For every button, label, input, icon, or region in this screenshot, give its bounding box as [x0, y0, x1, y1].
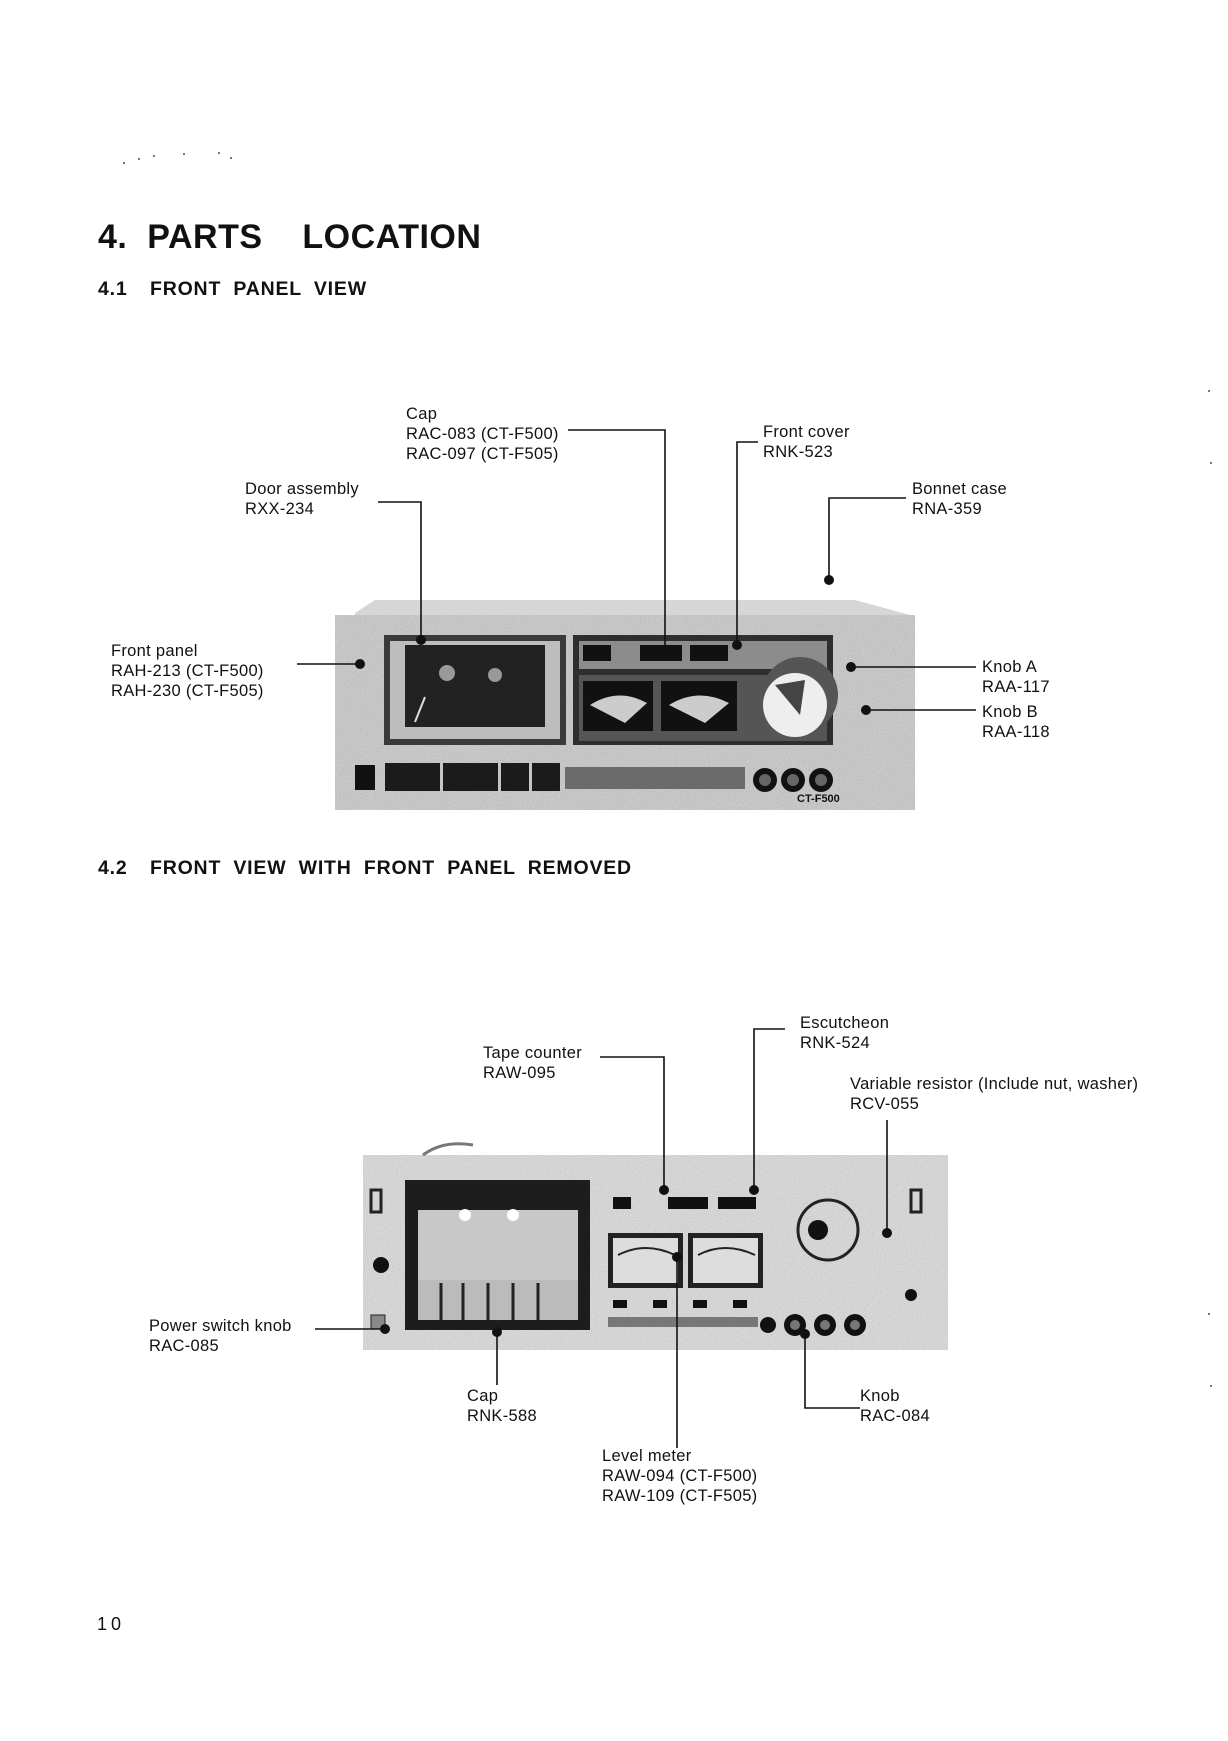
callout-escutcheon: Escutcheon RNK-524: [800, 1013, 889, 1053]
callout-front-panel: Front panel RAH-213 (CT-F500) RAH-230 (C…: [111, 641, 264, 701]
callout-bonnet-case: Bonnet case RNA-359: [912, 479, 1007, 519]
callout-front-cover: Front cover RNK-523: [763, 422, 850, 462]
callout-power-switch-knob: Power switch knob RAC-085: [149, 1316, 292, 1356]
cassette-deck-front-illustration: CT-F500: [335, 600, 915, 810]
front-panel-photo: CT-F500: [335, 595, 915, 810]
part-number: RAH-230 (CT-F505): [111, 682, 264, 700]
page-title: 4. PARTS LOCATION: [98, 218, 482, 256]
callout-variable-resistor: Variable resistor (Include nut, washer) …: [850, 1074, 1138, 1114]
cassette-chassis-illustration: [363, 1142, 948, 1350]
callout-level-meter: Level meter RAW-094 (CT-F500) RAW-109 (C…: [602, 1446, 757, 1506]
part-number: RCV-055: [850, 1095, 920, 1113]
part-number: RAW-094 (CT-F500): [602, 1467, 758, 1485]
part-number: RAH-213 (CT-F500): [111, 662, 264, 680]
callout-door-assembly: Door assembly RXX-234: [245, 479, 359, 519]
page-number: 10: [97, 1614, 126, 1634]
section-title: FRONT VIEW WITH FRONT PANEL REMOVED: [150, 857, 632, 879]
part-number: RXX-234: [245, 500, 315, 518]
callout-knob-b: Knob B RAA-118: [982, 702, 1050, 742]
part-number: RAC-097 (CT-F505): [406, 445, 559, 463]
part-number: RAC-085: [149, 1337, 219, 1355]
callout-name: Tape counter: [483, 1044, 582, 1062]
callout-name: Cap: [467, 1387, 499, 1405]
part-number: RNK-523: [763, 443, 833, 461]
scan-artifact: [1210, 1385, 1212, 1387]
callout-name: Bonnet case: [912, 480, 1008, 498]
callout-name: Power switch knob: [149, 1317, 292, 1335]
section-title: FRONT PANEL VIEW: [150, 278, 367, 300]
section-number: 4.1: [98, 278, 128, 300]
part-number: RNK-588: [467, 1407, 537, 1425]
svg-text:CT-F500: CT-F500: [797, 793, 840, 805]
part-number: RAA-118: [982, 723, 1050, 741]
part-number: RAC-084: [860, 1407, 930, 1425]
callout-name: Knob: [860, 1387, 900, 1405]
callout-name: Cap: [406, 405, 438, 423]
section-heading-4-1: 4.1 FRONT PANEL VIEW: [98, 278, 367, 301]
callout-name: Door assembly: [245, 480, 359, 498]
callout-cap-2: Cap RNK-588: [467, 1386, 537, 1426]
callout-name: Level meter: [602, 1447, 692, 1465]
callout-cap: Cap RAC-083 (CT-F500) RAC-097 (CT-F505): [406, 404, 559, 464]
callout-name: Front cover: [763, 423, 850, 441]
callout-knob: Knob RAC-084: [860, 1386, 930, 1426]
panel-removed-photo: [363, 1135, 948, 1350]
part-number: RAW-095: [483, 1064, 556, 1082]
part-number: RAA-117: [982, 678, 1050, 696]
part-number: RAC-083 (CT-F500): [406, 425, 559, 443]
callout-tape-counter: Tape counter RAW-095: [483, 1043, 582, 1083]
part-number: RNA-359: [912, 500, 982, 518]
scan-artifact: [1208, 390, 1210, 392]
section-number: 4.2: [98, 857, 128, 879]
scan-artifacts: [118, 150, 238, 170]
scan-artifact: [1210, 462, 1212, 464]
leader-bonnet-case: [828, 497, 906, 580]
part-number: RNK-524: [800, 1034, 870, 1052]
section-heading-4-2: 4.2 FRONT VIEW WITH FRONT PANEL REMOVED: [98, 857, 632, 880]
scan-artifact: [1208, 1313, 1210, 1315]
callout-name: Knob A: [982, 658, 1038, 676]
callout-name: Variable resistor (Include nut, washer): [850, 1075, 1139, 1093]
callout-name: Knob B: [982, 703, 1038, 721]
part-number: RAW-109 (CT-F505): [602, 1487, 758, 1505]
callout-knob-a: Knob A RAA-117: [982, 657, 1050, 697]
callout-name: Escutcheon: [800, 1014, 890, 1032]
callout-name: Front panel: [111, 642, 198, 660]
